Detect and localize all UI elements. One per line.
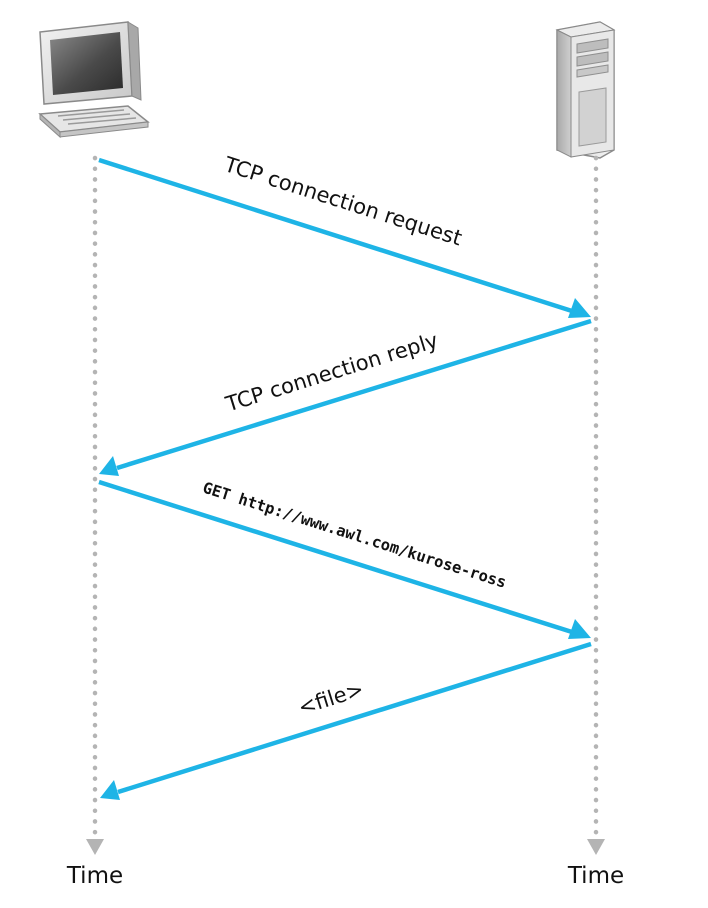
server-tower-icon (555, 21, 616, 159)
message-tcp-connection-reply: TCP connection reply (99, 318, 592, 476)
message-tcp-connection-request: TCP connection request (98, 152, 591, 318)
message-http-get-request: GET http://www.awl.com/kurose-ross (98, 479, 591, 639)
message-file-response: <file> (100, 641, 592, 800)
server-timeline (587, 155, 605, 855)
message-label: <file> (295, 677, 366, 720)
client-timeline (86, 155, 104, 855)
desktop-computer-icon (38, 21, 150, 139)
server-time-label: Time (567, 863, 624, 889)
server-time-arrowhead (587, 839, 605, 855)
message-label: GET http://www.awl.com/kurose-ross (201, 479, 509, 592)
client-time-label: Time (66, 863, 123, 889)
client-time-arrowhead (86, 839, 104, 855)
